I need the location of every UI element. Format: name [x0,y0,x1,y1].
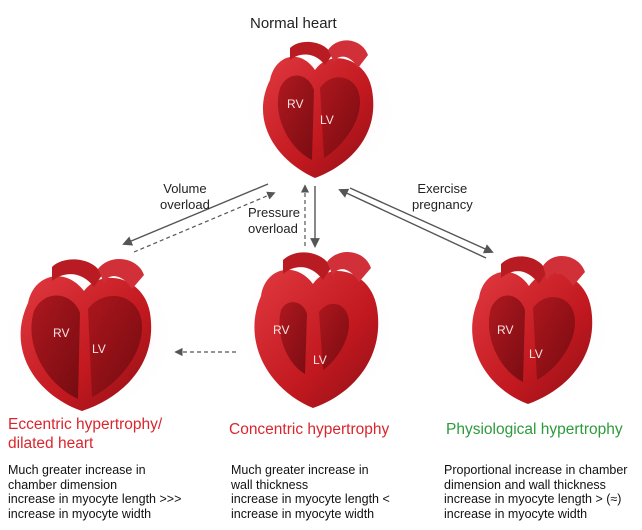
normal-lv-label: LV [320,113,334,127]
physiological-desc-line: Proportional increase in chamber [444,463,628,477]
normal-rv-label: RV [287,97,303,111]
eccentric-description: Much greater increase in chamber dimensi… [8,463,181,521]
eccentric-rv-label: RV [53,326,69,340]
physiological-description: Proportional increase in chamber dimensi… [444,463,627,521]
exercise-pregnancy-label: Exercise pregnancy [412,181,473,213]
physiological-rv-label: RV [497,323,513,337]
physiological-title-line-1: Physiological hypertrophy [446,421,623,438]
physiological-title: Physiological hypertrophy [446,420,623,439]
normal-heart: RV LV [240,40,400,180]
volume-overload-label: Volume overload [160,181,210,213]
physiological-desc-line: increase in myocyte width [444,506,588,521]
eccentric-desc-line: increase in myocyte width [8,506,152,521]
concentric-desc-line: increase in myocyte length < [231,492,390,506]
eccentric-title: Eccentric hypertrophy/ dilated heart [8,415,162,453]
pressure-overload-line-1: Pressure [248,205,301,220]
concentric-desc-line: Much greater increase in [231,463,369,477]
eccentric-heart: RV LV [0,257,178,413]
concentric-rv-label: RV [273,323,289,337]
concentric-desc-line: wall thickness [231,477,309,492]
exercise-arrow [349,187,494,254]
physiological-lv-label: LV [529,347,543,361]
volume-overload-return-arrow [133,191,276,253]
eccentric-desc-line: Much greater increase in [8,463,146,477]
exercise-pregnancy-line-1: Exercise [417,181,468,196]
pressure-overload-label: Pressure overload [248,205,300,237]
normal-heart-title: Normal heart [250,15,337,32]
physiological-desc-line: dimension and wall thickness [444,477,606,492]
concentric-description: Much greater increase in wall thickness … [231,463,390,521]
eccentric-title-line-2: dilated heart [8,435,94,452]
pressure-overload-line-2: overload [248,221,298,236]
physiological-heart: RV LV [453,254,613,406]
eccentric-desc-line: increase in myocyte length >>> [8,492,182,506]
concentric-title: Concentric hypertrophy [229,420,389,439]
volume-overload-line-1: Volume [163,181,207,196]
concentric-lv-label: LV [313,353,327,367]
volume-overload-arrow [122,183,269,246]
concentric-heart: RV LV [235,251,399,408]
eccentric-title-line-1: Eccentric hypertrophy/ [8,416,163,433]
volume-overload-line-2: overload [160,197,210,212]
concentric-title-line-1: Concentric hypertrophy [229,421,390,438]
concentric-desc-line: increase in myocyte width [231,506,375,521]
exercise-return-arrow [338,188,487,259]
eccentric-lv-label: LV [92,342,106,356]
exercise-pregnancy-line-2: pregnancy [412,197,473,212]
eccentric-desc-line: chamber dimension [8,477,118,492]
physiological-desc-line: increase in myocyte length > (≈) [444,492,622,506]
